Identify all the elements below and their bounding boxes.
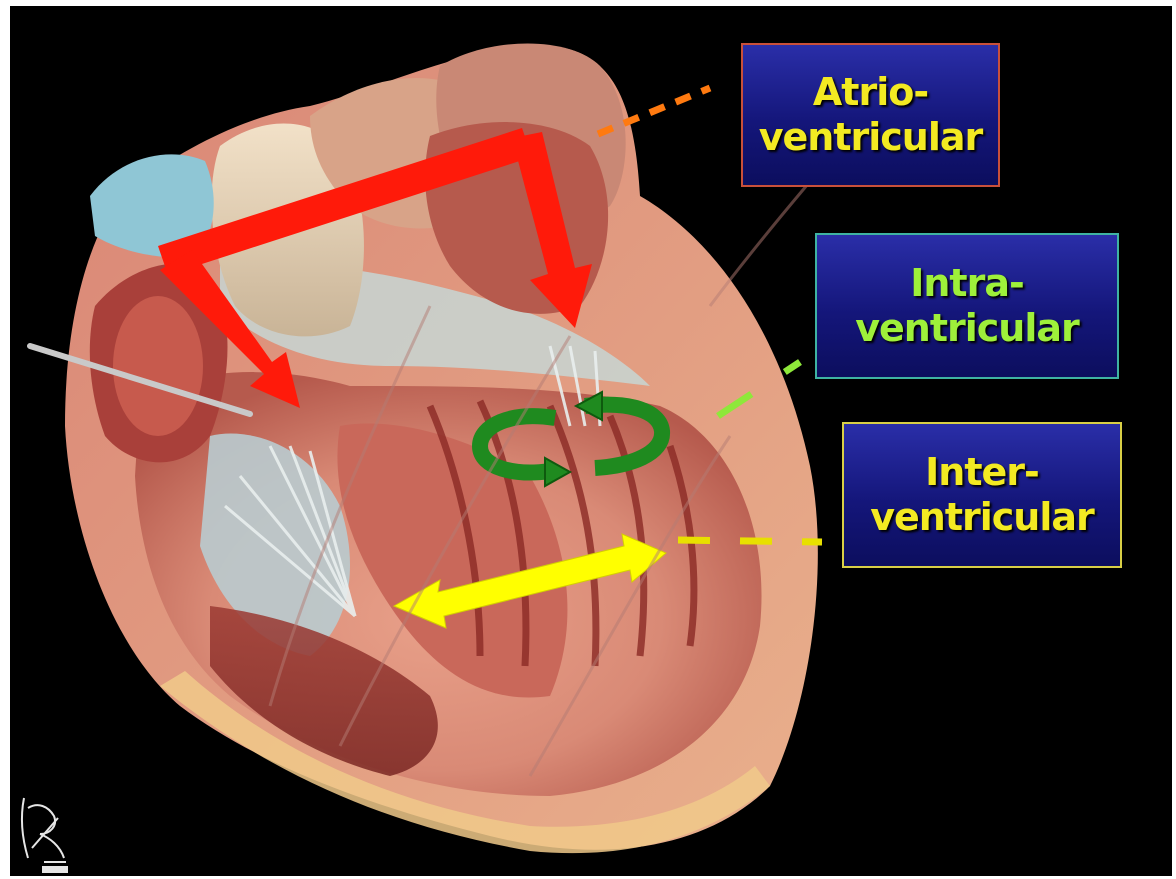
- label-interventricular-line1: Inter-: [925, 450, 1039, 495]
- label-interventricular: Inter- ventricular: [842, 422, 1122, 568]
- label-intraventricular-line2: ventricular: [855, 306, 1079, 351]
- label-intraventricular-line1: Intra-: [910, 261, 1024, 306]
- label-atrioventricular-line2: ventricular: [759, 115, 983, 160]
- label-atrioventricular-line1: Atrio-: [813, 70, 928, 115]
- label-interventricular-line2: ventricular: [870, 495, 1094, 540]
- label-intraventricular: Intra- ventricular: [815, 233, 1119, 379]
- slide: Atrio- ventricular Intra- ventricular In…: [10, 6, 1172, 876]
- label-atrioventricular: Atrio- ventricular: [741, 43, 1000, 187]
- logo-mark-icon: [14, 788, 76, 876]
- left-atrium-fossa: [113, 296, 203, 436]
